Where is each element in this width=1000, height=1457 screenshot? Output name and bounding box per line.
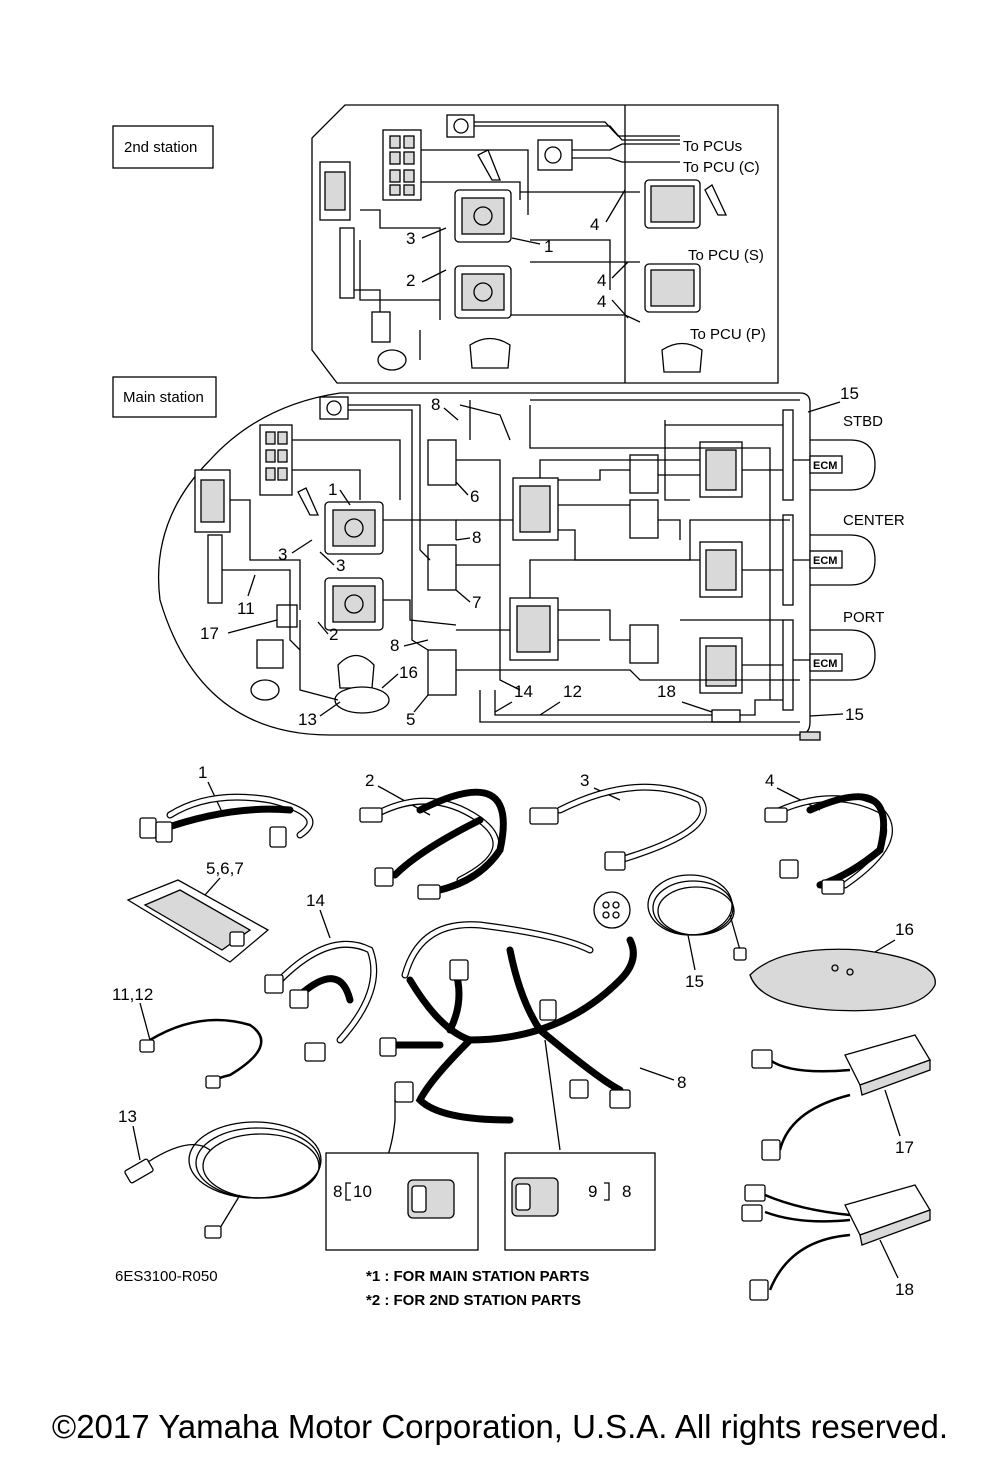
second-station-label: 2nd station <box>124 139 197 156</box>
callout-1-a: 1 <box>544 237 553 256</box>
part-8-label: 8 <box>677 1073 686 1092</box>
callout-15-b: 15 <box>845 705 864 724</box>
callout-8-b: 8 <box>472 528 481 547</box>
part-11-12-label: 11,12 <box>112 985 153 1004</box>
diagram-code: 6ES3100-R050 <box>115 1268 218 1285</box>
detail-9-parent: 8 <box>622 1182 631 1201</box>
part-13-cable: 13 <box>118 1107 322 1239</box>
detail-box-10: 8 10 <box>325 1100 479 1251</box>
part-1-label: 1 <box>198 763 207 782</box>
callout-6: 6 <box>470 487 479 506</box>
to-pcu-c-label: To PCU (C) <box>683 159 760 176</box>
callout-18-a: 18 <box>657 682 676 701</box>
callout-4-c: 4 <box>597 292 606 311</box>
part-5-6-7-label: 5,6,7 <box>206 859 244 878</box>
note-main-station: *1 : FOR MAIN STATION PARTS <box>366 1268 589 1285</box>
callout-8-c: 8 <box>390 636 399 655</box>
note-2nd-station: *2 : FOR 2ND STATION PARTS <box>366 1292 581 1309</box>
main-station-label: Main station <box>123 389 204 406</box>
second-station-label-box <box>112 125 214 169</box>
part-18-label: 18 <box>895 1280 914 1299</box>
callout-16-a: 16 <box>399 663 418 682</box>
part-18-module: 18 <box>741 1184 931 1301</box>
to-pcus-label: To PCUs <box>683 138 742 155</box>
wiring-diagram: 2nd station <box>112 104 936 1309</box>
part-16-label: 16 <box>895 920 914 939</box>
callout-17-a: 17 <box>200 624 219 643</box>
main-station-panel: Main station <box>112 376 876 741</box>
part-2-label: 2 <box>365 771 374 790</box>
callout-3-c: 3 <box>336 556 345 575</box>
part-1-harness: 1 <box>139 763 314 848</box>
callout-4-a: 4 <box>590 215 599 234</box>
callout-5: 5 <box>406 710 415 729</box>
detail-box-9: 9 8 <box>504 1039 656 1251</box>
callout-8-a: 8 <box>431 395 440 414</box>
callout-12: 12 <box>563 682 582 701</box>
copyright-notice: ©2017 Yamaha Motor Corporation, U.S.A. A… <box>51 1408 949 1445</box>
part-3-harness: 3 <box>529 771 707 871</box>
detail-9-label: 9 <box>588 1182 597 1201</box>
to-pcu-s-label: To PCU (S) <box>688 247 764 264</box>
part-4-harness: 4 <box>764 771 893 895</box>
center-label: CENTER <box>843 512 905 529</box>
callout-13-a: 13 <box>298 710 317 729</box>
part-3-label: 3 <box>580 771 589 790</box>
callout-2-a: 2 <box>406 271 415 290</box>
callout-3-b: 3 <box>278 545 287 564</box>
callout-15-a: 15 <box>840 384 859 403</box>
part-11-12-cable: 11,12 <box>112 985 263 1089</box>
part-14-label: 14 <box>306 891 325 910</box>
second-station-panel: 2nd station <box>112 104 779 384</box>
part-2-harness: 2 <box>359 771 507 900</box>
callout-1-b: 1 <box>328 480 337 499</box>
detail-10-parent: 8 <box>333 1182 342 1201</box>
stbd-label: STBD <box>843 413 883 430</box>
callout-3-a: 3 <box>406 229 415 248</box>
main-station-label-box <box>112 376 217 418</box>
callout-4-b: 4 <box>597 271 606 290</box>
ecm-port-label: ECM <box>813 658 837 670</box>
callout-7: 7 <box>472 593 481 612</box>
part-14-harness: 14 <box>264 891 378 1062</box>
detail-10-label: 10 <box>353 1182 372 1201</box>
part-15-label: 15 <box>685 972 704 991</box>
ecm-center-label: ECM <box>813 555 837 567</box>
callout-2-b: 2 <box>329 625 338 644</box>
callout-14-a: 14 <box>514 682 533 701</box>
part-8-harness: 8 <box>379 921 686 1124</box>
part-4-label: 4 <box>765 771 774 790</box>
part-16-cover: 16 <box>749 920 936 1012</box>
part-13-label: 13 <box>118 1107 137 1126</box>
part-5-6-7-hub: 5,6,7 <box>126 859 270 963</box>
port-label: PORT <box>843 609 884 626</box>
part-17-label: 17 <box>895 1138 914 1157</box>
callout-11-a: 11 <box>237 599 255 618</box>
second-station-outline <box>311 104 779 384</box>
ecm-stbd-label: ECM <box>813 460 837 472</box>
part-15-sensor: 15 <box>593 874 747 991</box>
part-17-module: 17 <box>751 1034 931 1161</box>
to-pcu-p-label: To PCU (P) <box>690 326 766 343</box>
